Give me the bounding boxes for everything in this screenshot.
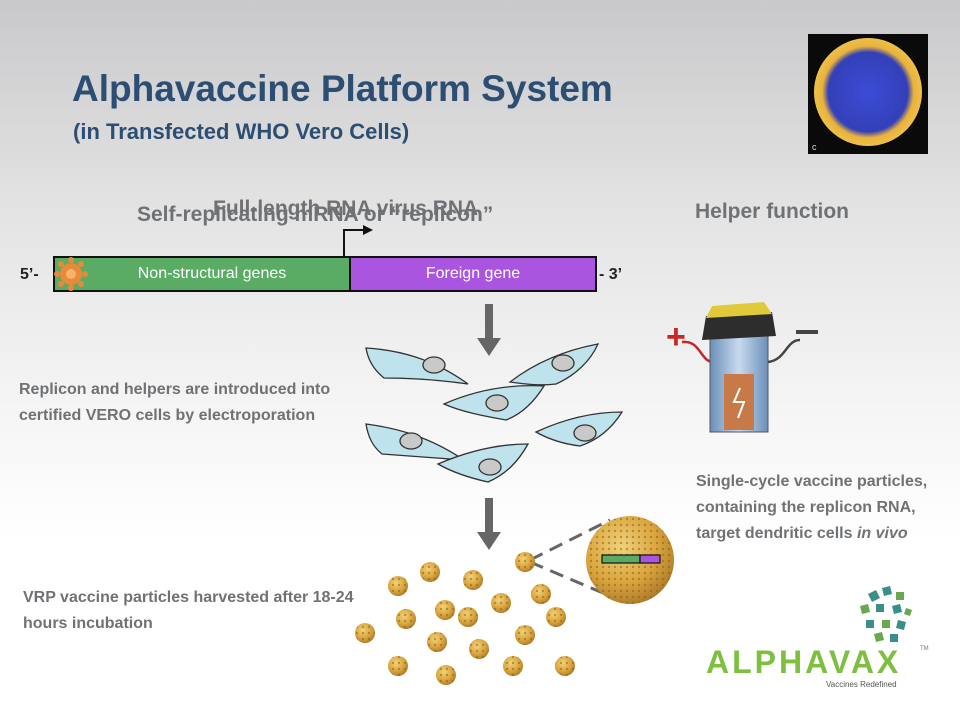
trademark-label: TM <box>920 646 929 652</box>
helper-function-heading: Helper function <box>695 200 850 223</box>
five-prime-label: 5’- <box>20 266 39 283</box>
nonstructural-genes-block: Non-structural genes <box>53 256 351 292</box>
vrp-particle-icon <box>546 607 566 627</box>
vero-cell-icon <box>365 423 467 461</box>
vrp-particle-icon <box>469 639 489 659</box>
vrp-particle-icon <box>555 656 575 676</box>
vero-cell-icon <box>436 443 530 483</box>
alphavax-tagline: Vaccines Redefined <box>826 680 897 689</box>
single-cycle-note-text: Single-cycle vaccine particles, containi… <box>696 473 928 542</box>
vrp-particle-icon <box>515 625 535 645</box>
foreign-gene-block: Foreign gene <box>349 256 597 292</box>
in-vivo-text: in vivo <box>856 525 908 542</box>
full-length-rna-label: Full-length RNA virus RNA <box>213 197 479 220</box>
callout-line <box>529 518 611 562</box>
electroporation-note: Replicon and helpers are introduced into… <box>19 381 331 424</box>
vrp-particle-icon <box>435 600 455 620</box>
vrp-particle-icon <box>531 584 551 604</box>
replicon-label: Self-replicating mRNA or “replicon” <box>137 203 494 226</box>
page-subtitle: (in Transfected WHO Vero Cells) <box>73 119 410 144</box>
five-prime-cap-icon <box>54 257 88 291</box>
three-prime-label: - 3’ <box>599 266 623 283</box>
vrp-particle-icon <box>458 607 478 627</box>
vrp-particle-icon <box>436 665 456 685</box>
promoter-arrow-icon <box>343 225 373 256</box>
electroporation-cuvette-icon: + <box>666 302 818 433</box>
nonstructural-genes-label: Non-structural genes <box>137 265 287 282</box>
svg-text:+: + <box>666 318 686 356</box>
virus-micrograph-image: c <box>808 34 928 154</box>
vero-cell-icon <box>508 343 600 386</box>
down-arrow-icon <box>477 304 501 356</box>
vrp-particle-icon <box>503 656 523 676</box>
vero-cell-icon <box>365 347 469 385</box>
vrp-particle-icon <box>420 562 440 582</box>
page-title: Alphavaccine Platform System <box>72 68 613 109</box>
vrp-particle-icon <box>396 609 416 629</box>
vrp-particle-icon <box>355 623 375 643</box>
alphavax-wordmark: ALPHAVAX <box>706 644 902 680</box>
callout-line <box>529 560 611 598</box>
vero-cell-icon <box>442 385 546 421</box>
vrp-particle-icon <box>388 576 408 596</box>
vrp-particle-icon <box>491 593 511 613</box>
micrograph-corner-label: c <box>812 142 817 152</box>
foreign-gene-label: Foreign gene <box>425 265 521 282</box>
vrp-particle-icon <box>515 552 535 572</box>
vrp-particle-icon <box>427 632 447 652</box>
vrp-particle-magnified-icon <box>586 516 674 604</box>
vrp-particle-icon <box>388 656 408 676</box>
vero-cell-icon <box>534 411 624 447</box>
alphavax-logo-mark-icon <box>860 586 912 642</box>
single-cycle-note: Single-cycle vaccine particles, containi… <box>696 469 954 547</box>
vrp-particle-icon <box>463 570 483 590</box>
down-arrow-icon <box>477 498 501 550</box>
harvest-note: VRP vaccine particles harvested after 18… <box>23 589 354 632</box>
